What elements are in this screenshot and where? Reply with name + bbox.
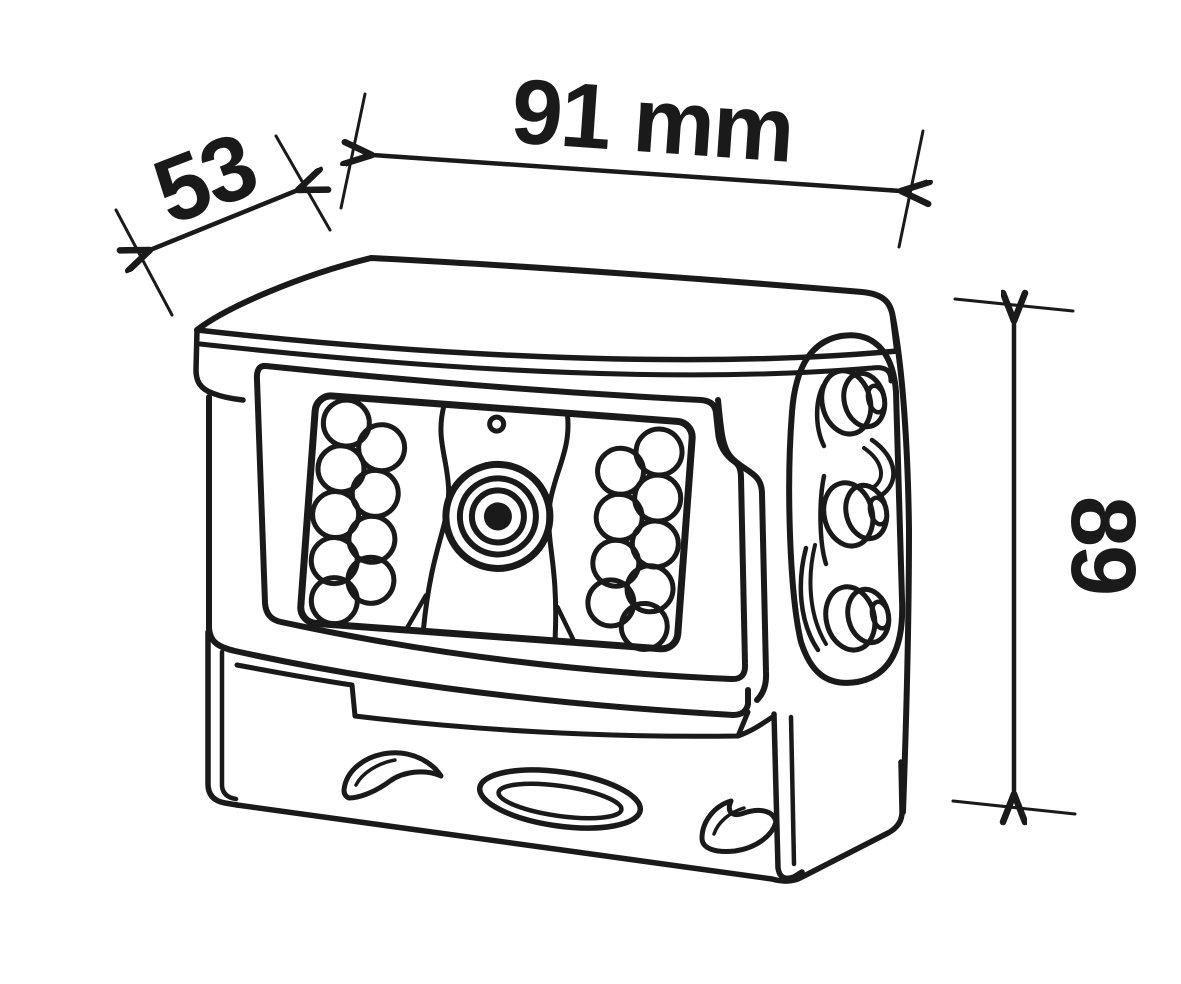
ir-led: [593, 491, 645, 543]
plate-curve-inner: [808, 543, 828, 646]
bracket-left-foot-outer: [205, 629, 240, 808]
lens-plate-right-edge: [546, 412, 571, 642]
dimension-label-width: 91 mm: [508, 60, 796, 181]
sensor-hole: [487, 414, 507, 434]
bracket-right-foot-inner: [788, 714, 797, 867]
dimension-arrow-width: [372, 155, 901, 191]
ir-led: [320, 397, 372, 449]
mounting-bracket: [205, 629, 905, 884]
ir-led: [345, 554, 397, 606]
bracket-slot-center-outer: [476, 767, 644, 831]
front-right-edge: [754, 491, 770, 703]
bracket-base-right-join: [735, 713, 777, 739]
ir-led: [595, 445, 647, 497]
dimension-label-height: 89: [1052, 496, 1154, 594]
plate-curve-outer: [798, 545, 821, 653]
bracket-right-foot-outer: [771, 711, 805, 882]
dimension-height: 89: [951, 297, 1154, 816]
bracket-web-edge: [234, 662, 751, 739]
camera-body: [193, 255, 912, 884]
bracket-slot-left: [341, 750, 444, 801]
extension-line: [951, 799, 1077, 816]
camera-lens: [442, 414, 554, 572]
front-bottom-edge: [206, 625, 751, 718]
connector-hole: [867, 495, 890, 527]
dimension-label-depth: 53: [141, 114, 269, 244]
extension-line: [897, 129, 925, 249]
front-face: [206, 315, 912, 815]
front-right-top-curve: [715, 397, 765, 497]
extension-line: [339, 92, 367, 210]
extension-line: [114, 208, 174, 317]
ir-led-array: [308, 397, 685, 652]
lens-plate-left-edge: [420, 403, 452, 632]
ir-led: [349, 467, 401, 519]
led-window-frame: [297, 392, 696, 653]
extension-line: [274, 134, 332, 232]
lens-plate-flare-left: [405, 593, 429, 630]
bracket-slot-right: [699, 798, 779, 854]
side-connector-panel: [786, 332, 906, 686]
sun-visor: [193, 255, 900, 403]
connector-plate: [786, 332, 906, 686]
connector-barrel: [841, 370, 888, 430]
dimension-depth: 53: [114, 114, 332, 317]
ir-led: [590, 537, 642, 589]
camera-window: [297, 392, 696, 653]
cable-arc-inner: [862, 446, 883, 490]
connector-middle: [821, 480, 890, 549]
connector-bottom: [823, 584, 892, 653]
dimension-width: 91 mm: [339, 60, 925, 249]
lens-pupil: [483, 502, 512, 531]
bracket-base-outline: [234, 759, 905, 884]
connector-hole: [865, 383, 888, 415]
lens-plate-flare-right: [555, 604, 576, 642]
connector-barrel: [845, 586, 892, 646]
lens-inner-ring: [468, 487, 527, 546]
bracket-slot-right-accent: [712, 806, 746, 836]
ir-led: [308, 575, 360, 627]
cable-arc-outer: [869, 437, 896, 499]
connector-highlight-middle: [818, 473, 829, 567]
dimension-arrow-depth: [150, 190, 298, 250]
bracket-slot-left-accent: [354, 758, 397, 787]
lens-outer-ring: [442, 460, 554, 572]
extension-line: [953, 297, 1075, 313]
ir-led: [585, 577, 637, 629]
connector-hole: [869, 599, 892, 631]
ir-led: [346, 513, 398, 565]
lens-middle-ring: [456, 475, 539, 558]
front-recess-frame: [253, 362, 749, 683]
ir-led: [356, 422, 408, 474]
connector-top: [819, 368, 888, 437]
bracket-left-foot-inner: [219, 649, 239, 802]
body-right-back-edge: [890, 315, 912, 815]
connector-highlight-top: [814, 383, 827, 449]
bracket-slot-center-inner: [496, 781, 624, 821]
